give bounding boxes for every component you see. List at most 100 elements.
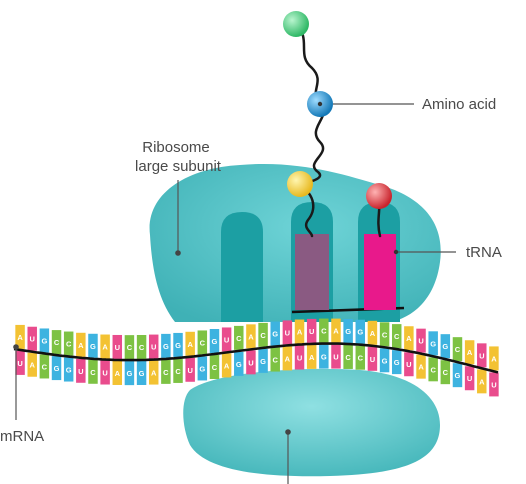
mrna-base-top-letter: G <box>430 339 436 348</box>
mrna-base-bottom-letter: G <box>321 353 327 362</box>
mrna-base-bottom-letter: C <box>273 356 279 365</box>
mrna-base-bottom-letter: A <box>285 354 291 363</box>
trna-leader-dot <box>393 249 399 255</box>
mrna-base-bottom <box>100 360 110 385</box>
mrna-base-bottom-letter: G <box>236 360 242 369</box>
amino-acid-yellow <box>287 171 313 197</box>
mrna-base-top-letter: U <box>151 343 156 352</box>
mrna-base-bottom <box>477 369 487 394</box>
mrna-base-bottom <box>136 360 147 385</box>
mrna-base-top-letter: U <box>309 327 314 336</box>
mrna-base-top-letter: A <box>102 343 108 352</box>
mrna-base-top-letter: A <box>297 328 303 337</box>
mrna-base-bottom <box>234 351 244 376</box>
mrna-base-bottom <box>416 354 426 379</box>
mrna-base-bottom-letter: G <box>66 366 72 375</box>
mrna-base-bottom <box>124 361 135 386</box>
mrna-base-top-letter: A <box>187 340 193 349</box>
mrna-base-bottom <box>440 360 451 385</box>
mrna-base-top-letter: U <box>418 337 423 346</box>
mrna-base-top-letter: C <box>200 338 206 347</box>
peptide-chain <box>294 22 325 187</box>
mrna-base-bottom-letter: A <box>30 361 36 370</box>
mrna-base-bottom-letter: G <box>382 356 388 365</box>
mrna-base-bottom <box>428 357 438 382</box>
mrna-base-top <box>489 346 499 371</box>
mrna-base-top-letter: U <box>285 328 290 337</box>
mrna-base-bottom <box>452 363 463 388</box>
mrna-base-top <box>27 326 37 351</box>
trna-purple <box>295 234 329 310</box>
mrna-base-bottom-letter: A <box>479 377 485 386</box>
mrna-base-bottom-letter: U <box>491 380 496 389</box>
mrna-base-top <box>477 343 487 368</box>
mrna-base-bottom <box>76 358 86 383</box>
mrna-base-bottom <box>51 356 62 381</box>
mrna-base-top <box>173 332 183 357</box>
mrna-base-top <box>246 324 256 349</box>
mrna-base-top-letter: A <box>248 332 254 341</box>
mrna-base-bottom-letter: U <box>187 366 192 375</box>
mrna-base-bottom <box>379 348 390 373</box>
mrna-base-bottom <box>319 344 329 369</box>
mrna-base-bottom-letter: U <box>248 358 253 367</box>
mrna-base-top-letter: U <box>224 335 229 344</box>
mrna-base-top-letter: C <box>139 343 145 352</box>
mrna-base-top <box>124 335 135 360</box>
amino-acid-red <box>366 183 392 209</box>
ribosome-label-line2: large subunit <box>135 158 222 175</box>
mrna-base-bottom-letter: C <box>430 365 436 374</box>
mrna-base-top-letter: A <box>491 354 497 363</box>
mrna-base-bottom <box>197 356 208 381</box>
mrna-base-bottom-letter: C <box>358 354 364 363</box>
amino-acid-label: Amino acid <box>422 96 496 113</box>
trna-label: tRNA <box>466 244 502 261</box>
mrna-base-top <box>404 326 414 351</box>
mrna-base-bottom-letter: A <box>115 369 121 378</box>
mrna-base-bottom-letter: U <box>297 354 302 363</box>
mrna-base-top-letter: C <box>394 332 400 341</box>
mrna-base-bottom <box>15 350 25 375</box>
mrna-base-top <box>258 322 268 347</box>
mrna-base-top-letter: C <box>260 331 266 340</box>
mrna-base-top-letter: G <box>345 327 351 336</box>
mrna-base-bottom-letter: A <box>418 363 424 372</box>
mrna-base-bottom <box>270 347 280 372</box>
mrna-base-bottom <box>63 357 74 382</box>
mrna-base-top <box>270 321 280 346</box>
mrna-base-bottom <box>88 359 98 384</box>
mrna-base-bottom-letter: A <box>151 369 157 378</box>
mrna-base-top-letter: C <box>66 340 72 349</box>
mrna-base-bottom-letter: G <box>127 369 133 378</box>
ribosome-e-site <box>221 212 263 322</box>
mrna-base-top <box>88 333 98 358</box>
amino-acid-green <box>283 11 309 37</box>
ribosome-label-line1: Ribosome <box>142 139 210 156</box>
mrna-base-top-letter: C <box>127 343 133 352</box>
mrna-base-top <box>294 319 305 344</box>
mrna-base-bottom <box>112 360 123 385</box>
mrna-base-bottom <box>185 357 195 382</box>
small-subunit-leader-dot <box>285 429 291 435</box>
mrna-base-top-letter: A <box>370 329 376 338</box>
mrna-base-top-letter: U <box>30 335 35 344</box>
mrna-base-top <box>185 331 195 356</box>
mrna-base-top-letter: A <box>333 327 339 336</box>
mrna-base-top <box>112 334 123 359</box>
mrna-base-top-letter: G <box>41 336 47 345</box>
mrna-base-bottom <box>209 354 220 379</box>
mrna-base-top <box>234 325 244 350</box>
mrna-base-top-letter: U <box>479 351 484 360</box>
mrna-base-top <box>367 320 378 345</box>
mrna-base-top <box>161 333 171 358</box>
ribosome-small-subunit <box>183 368 440 477</box>
mrna-base-top-letter: C <box>54 338 60 347</box>
mrna-base-top <box>209 328 220 353</box>
mrna-base-bottom-letter: A <box>224 361 230 370</box>
mrna-leader-dot <box>13 344 19 350</box>
mrna-base-top-letter: G <box>272 330 278 339</box>
mrna-base-top-letter: A <box>17 333 23 342</box>
mrna-base-top-letter: A <box>78 341 84 350</box>
mrna-base-bottom-letter: U <box>102 369 107 378</box>
